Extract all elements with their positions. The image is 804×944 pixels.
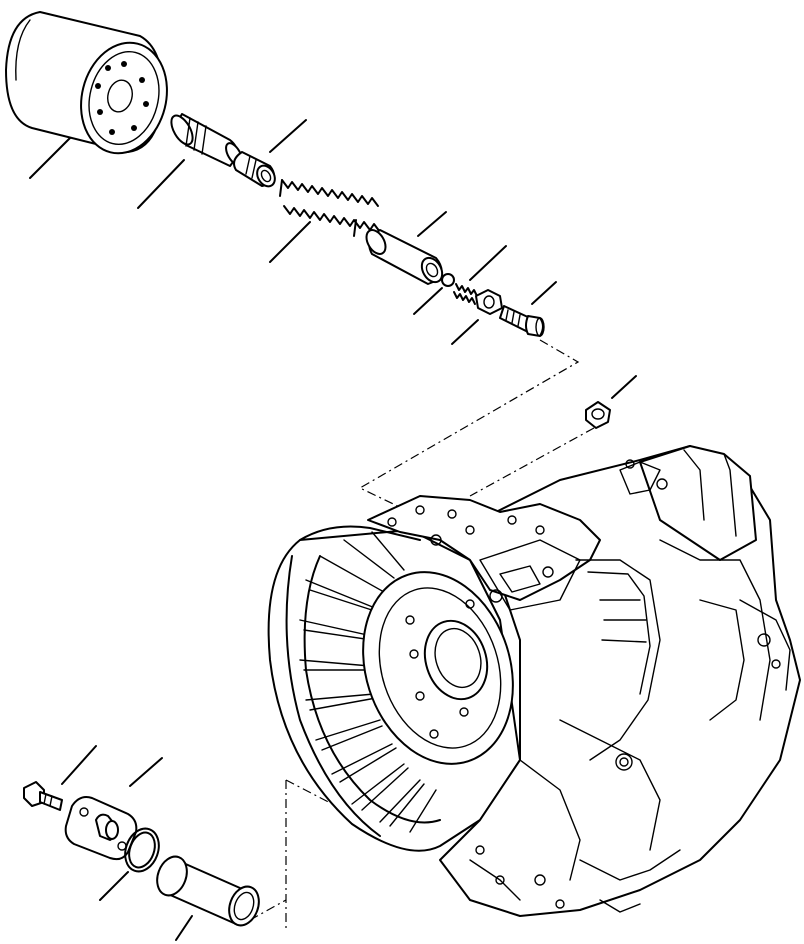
leader-line bbox=[29, 137, 71, 179]
sleeve bbox=[156, 855, 260, 927]
small-spring bbox=[453, 283, 478, 305]
leader-line bbox=[269, 221, 311, 263]
leader-line bbox=[469, 245, 507, 281]
leader-line bbox=[137, 159, 185, 209]
bolt bbox=[499, 305, 545, 337]
cover-plate bbox=[64, 796, 138, 861]
ball bbox=[441, 273, 455, 287]
filter-adapter-nipple bbox=[170, 113, 243, 167]
leader-line bbox=[269, 119, 307, 153]
leader-line bbox=[531, 281, 557, 305]
plug bbox=[585, 401, 611, 429]
oil-filter bbox=[5, 11, 168, 155]
leader-line bbox=[451, 319, 479, 345]
assembly-dashed-lines bbox=[249, 339, 595, 930]
piston bbox=[365, 229, 444, 285]
nut bbox=[475, 289, 503, 315]
coil-spring bbox=[279, 179, 381, 237]
leader-line bbox=[99, 871, 129, 901]
transmission-housing bbox=[267, 445, 801, 917]
leader-line bbox=[611, 375, 637, 399]
leader-line bbox=[175, 915, 193, 941]
valve-sleeve bbox=[233, 151, 276, 188]
cover-bolt bbox=[23, 781, 63, 811]
leader-line bbox=[129, 757, 163, 787]
leader-line bbox=[413, 287, 443, 315]
leader-line bbox=[417, 211, 447, 237]
o-ring bbox=[124, 827, 160, 873]
leader-line bbox=[61, 745, 97, 785]
